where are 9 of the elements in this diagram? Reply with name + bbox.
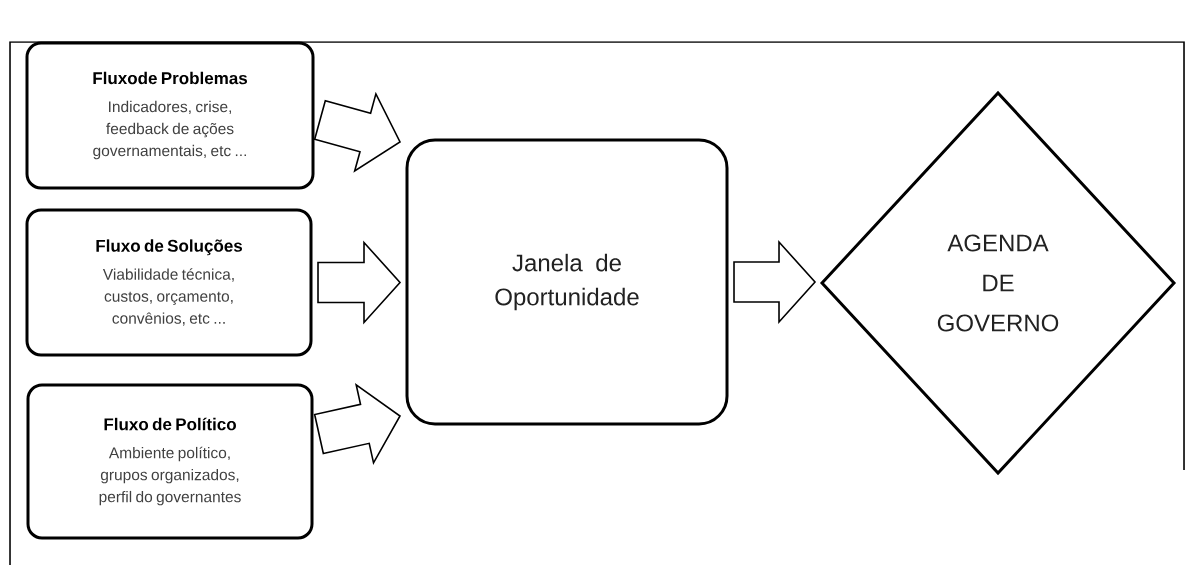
- flow-box: Fluxo de Soluções Viabilidade técnica, custos, orçamento, convênios, etc ...: [25, 208, 313, 357]
- flow-box: Fluxode Problemas Indicadores, crise, feedback de ações governamentais, etc ...: [25, 41, 315, 190]
- process-box: Janela de Oportunidade: [405, 138, 729, 426]
- block-arrow: [313, 382, 402, 466]
- block-arrow: [733, 239, 817, 325]
- diamond-label: AGENDA DE GOVERNO: [937, 234, 1059, 332]
- block-arrow: [313, 91, 402, 173]
- flow-box: Fluxo de Político Ambiente político, grupos organizados, perfil do governantes: [26, 383, 314, 540]
- block-arrow: [317, 240, 402, 325]
